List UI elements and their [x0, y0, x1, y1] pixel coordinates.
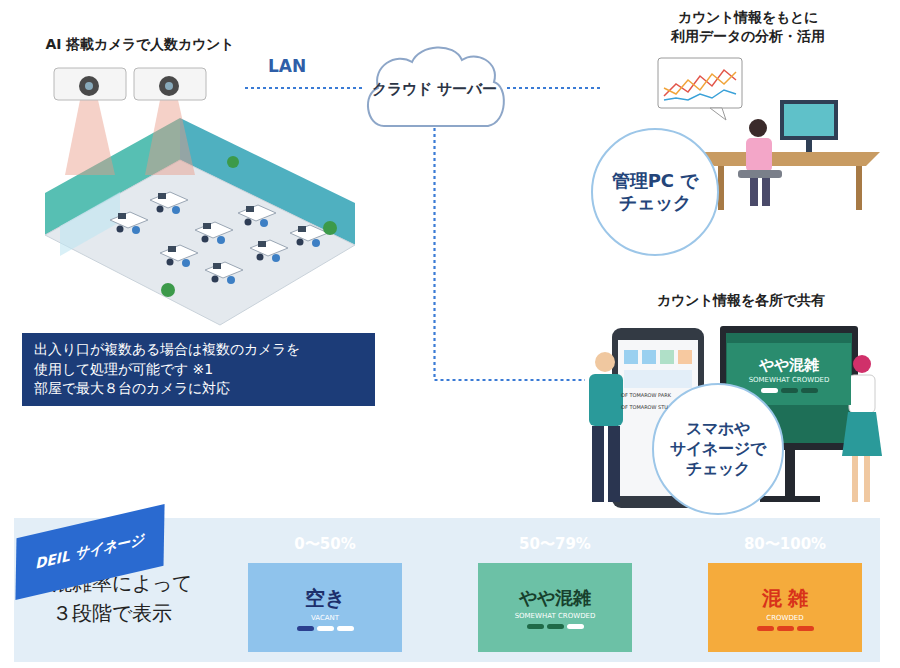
- cloud-label: クラウド サーバー: [372, 80, 497, 100]
- level-pill: [567, 624, 584, 629]
- level-pill: [337, 626, 354, 631]
- level-text: 混 雑: [762, 585, 809, 612]
- status-sub: SOMEWHAT CROWDED: [749, 376, 830, 384]
- level-pill: [797, 626, 814, 631]
- level-pills: [527, 624, 584, 629]
- dotted-connector: [245, 87, 362, 89]
- check-circle: 管理PC で チェック: [591, 128, 719, 256]
- level-sub: CROWDED: [766, 614, 803, 622]
- dotted-connector: [435, 128, 586, 380]
- ai-cameras: [54, 68, 206, 175]
- tag-text: DEIL サイネージ: [36, 530, 144, 573]
- level-box: 空き VACANT: [248, 563, 402, 652]
- status-text: やや混雑: [759, 356, 819, 375]
- level-pill: [777, 626, 794, 631]
- level-pill: [757, 626, 774, 631]
- scene-heading: カウント情報を各所で共有: [657, 292, 825, 310]
- level-pills: [297, 626, 354, 631]
- range-label: 80〜100%: [744, 535, 826, 554]
- dotted-connector: [507, 87, 600, 89]
- scene-heading: カウント情報をもとに 利用データの分析・活用: [648, 8, 848, 46]
- level-pill: [297, 626, 314, 631]
- level-box: やや混雑 SOMEWHAT CROWDED: [478, 563, 632, 652]
- level-box: 混 雑 CROWDED: [708, 563, 862, 652]
- range-label: 50〜79%: [519, 535, 591, 554]
- level-pills: [761, 388, 818, 393]
- group-heading: AI 搭載カメラで人数カウント: [46, 36, 235, 54]
- level-pill: [761, 388, 778, 393]
- cloud-server: クラウド サーバー: [362, 42, 507, 128]
- level-pill: [547, 624, 564, 629]
- level-sub: VACANT: [311, 614, 339, 622]
- check-circle: スマホや サイネージで チェック: [652, 383, 784, 515]
- connector-label: LAN: [268, 56, 306, 76]
- level-pill: [527, 624, 544, 629]
- admin-scene: カウント情報をもとに 利用データの分析・活用管理PC で チェック: [600, 4, 896, 242]
- circle-label: スマホや サイネージで チェック: [654, 419, 782, 479]
- camera-group: AI 搭載カメラで人数カウント: [35, 36, 245, 108]
- screen-text: OF TOMAROW STU: [621, 404, 668, 410]
- share-scene: カウント情報を各所で共有やや混雑SOMEWHAT CROWDED スマホや サイネ…: [585, 288, 896, 510]
- note-text: 出入り口が複数ある場合は複数のカメラを 使用して処理が可能です ※1 部屋で最大…: [34, 340, 363, 399]
- note-box: 出入り口が複数ある場合は複数のカメラを 使用して処理が可能です ※1 部屋で最大…: [22, 333, 375, 406]
- level-pill: [801, 388, 818, 393]
- range-label: 0〜50%: [294, 535, 355, 554]
- level-pills: [757, 626, 814, 631]
- level-pill: [781, 388, 798, 393]
- circle-label: 管理PC で チェック: [593, 170, 717, 215]
- level-pill: [317, 626, 334, 631]
- screen-text: OF TOMAROW PARK: [621, 392, 671, 398]
- level-text: 空き: [305, 585, 345, 612]
- level-text: やや混雑: [519, 586, 591, 610]
- level-sub: SOMEWHAT CROWDED: [515, 612, 596, 620]
